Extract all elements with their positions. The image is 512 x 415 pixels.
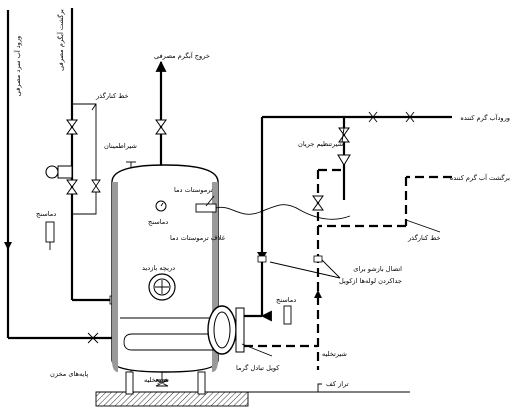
thermostat-icon <box>195 203 217 213</box>
label-tank-legs: پایه‌های مخزن <box>50 370 88 378</box>
heating-coil <box>120 305 245 355</box>
flow-control-valve-icon <box>337 154 351 166</box>
label-thermometer-tank: دماسنج <box>148 218 168 226</box>
thermometer-right <box>283 305 292 325</box>
label-coil: کویل تبادل گرما <box>236 364 280 372</box>
valve-icon <box>87 332 99 344</box>
label-cold-inlet: ورود آب سرد مصرفی <box>13 36 22 96</box>
label-bypass-right: خط کنارگذر <box>407 234 441 242</box>
label-consumer-outlet: خروج آبگرم مصرفی <box>154 51 210 60</box>
heater-return-pipe <box>244 168 452 370</box>
consumer-outlet-pipe <box>155 60 167 170</box>
pump-icon <box>45 165 59 179</box>
label-bypass-left: خط کنارگذر <box>95 92 129 100</box>
floor <box>95 383 410 407</box>
consumer-return-pipe <box>45 8 117 305</box>
unions <box>257 255 341 279</box>
label-union-note-2: جداکردن لوله‌ها ازکویل <box>339 277 402 285</box>
label-thermostat-sheath: غلاف ترموستات دما <box>170 234 226 242</box>
label-drain-right: شیرتخلیه <box>322 350 347 358</box>
cold-inlet-pipe <box>4 10 118 344</box>
label-union-note-1: اتصال بازشو برای <box>353 265 402 273</box>
label-safety-valve: شیراطمینان <box>104 142 137 150</box>
flow-arrow-icon <box>4 242 12 250</box>
label-consumer-return: برگشت آبگرم مصرفی <box>56 9 65 71</box>
heater-supply-pipe <box>244 111 452 322</box>
thermometer-icon <box>283 305 292 325</box>
thermometer-icon <box>45 221 55 243</box>
label-thermometer-left: دماسنج <box>36 210 56 218</box>
label-flow-control: شیرتنظیم جریان <box>298 140 343 148</box>
label-manhole: دریچه بازدید <box>142 264 175 272</box>
label-floor-level: تراز کف <box>326 380 349 388</box>
label-drain-bottom: شیرتخلیه <box>144 376 169 384</box>
label-thermostat: ترموستات دما <box>174 186 213 194</box>
label-heater-supply: ورودآب گرم کننده <box>460 113 510 122</box>
labels: ورود آب سرد مصرفی برگشت آبگرم مصرفی خط ک… <box>13 9 510 388</box>
label-heater-return: برگشت آب گرم کننده <box>450 173 510 182</box>
storage-tank <box>111 164 351 395</box>
leader-lines <box>91 103 441 357</box>
label-thermometer-right: دماسنج <box>276 296 296 304</box>
